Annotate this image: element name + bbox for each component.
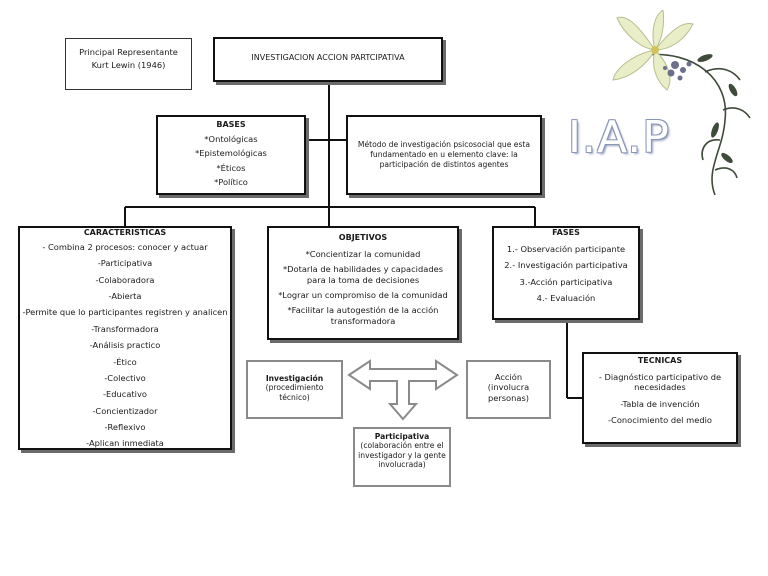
root-title: INVESTIGACION ACCION PARTCIPATIVA [251,53,405,62]
definition-text: Método de investigación psicosocial que … [357,140,531,169]
objetivos-item: *Facilitar la autogestión de la acción t… [287,305,439,326]
tecnicas-box: TECNICAS - Diagnóstico participativo de … [582,352,738,444]
double-arrow-icon [347,359,459,421]
participativa-title: Participativa [374,432,430,441]
tecnicas-item: -Conocimiento del medio [608,415,712,426]
fases-title: FASES [552,228,580,237]
bases-title: BASES [216,120,246,129]
caracteristicas-item: -Aplican inmediata [86,438,164,449]
objetivos-item: *Concientizar la comunidad [305,249,421,259]
participativa-box: Participativa (colaboración entre el inv… [353,427,451,487]
bases-item: *Ontológicas [204,134,258,144]
caracteristicas-item: -Permite que lo participantes registren … [22,307,228,318]
participativa-desc: (colaboración entre el investigador y la… [358,441,446,470]
representative-line: Kurt Lewin (1946) [91,60,166,71]
definition-box: Método de investigación psicosocial que … [346,115,542,195]
fases-item: 1.- Observación participante [506,244,626,254]
bases-item: *Político [214,177,248,188]
bases-box: BASES *Ontológicas *Epistemológicas *Éti… [156,115,306,195]
tecnicas-item: -Tabla de invención [620,398,700,409]
bases-item: *Éticos [216,162,246,173]
objetivos-item: *Lograr un compromiso de la comunidad [278,290,448,301]
caracteristicas-item: -Análisis practico [89,340,161,351]
representative-line: Principal Representante [79,47,178,57]
flower-vine-icon [612,10,751,196]
caracteristicas-item: -Reflexivo [104,421,146,432]
iap-logo: I.A.P [568,112,670,163]
accion-title: Acción [494,372,523,382]
root-title-box: INVESTIGACION ACCION PARTCIPATIVA [213,37,443,82]
objetivos-title: OBJETIVOS [338,233,388,242]
caracteristicas-item: -Concientizador [92,405,158,416]
objetivos-box: OBJETIVOS *Concientizar la comunidad *Do… [267,226,459,340]
fases-item: 2.- Investigación participativa [504,260,628,271]
caracteristicas-item: -Transformadora [91,323,159,334]
tecnicas-item: - Diagnóstico participativo de necesidad… [598,372,722,393]
accion-box: Acción (involucra personas) [466,360,551,419]
investigacion-title: Investigación [265,374,324,383]
caracteristicas-item: -Ético [113,356,137,367]
representative-box: Principal Representante Kurt Lewin (1946… [65,38,192,90]
caracteristicas-item: -Educativo [103,389,147,400]
accion-desc: (involucra personas) [487,382,530,403]
fases-item: 4.- Evaluación [536,293,596,304]
fases-box: FASES 1.- Observación participante 2.- I… [492,226,640,320]
caracteristicas-box: CARACTERISTICAS - Combina 2 procesos: co… [18,226,232,450]
caracteristicas-item: -Abierta [108,291,142,302]
caracteristicas-item: -Participativa [97,258,153,269]
fases-item: 3.-Acción participativa [519,276,613,287]
caracteristicas-item: - Combina 2 procesos: conocer y actuar [42,242,208,252]
caracteristicas-title: CARACTERISTICAS [83,228,167,237]
bases-item: *Epistemológicas [195,148,267,159]
investigacion-desc: (procedimiento técnico) [265,383,324,402]
caracteristicas-item: -Colectivo [104,372,146,383]
investigacion-box: Investigación (procedimiento técnico) [246,360,343,419]
tecnicas-title: TECNICAS [637,356,683,365]
objetivos-item: *Dotarla de habilidades y capacidades pa… [282,264,444,285]
caracteristicas-item: -Colaboradora [95,274,155,285]
